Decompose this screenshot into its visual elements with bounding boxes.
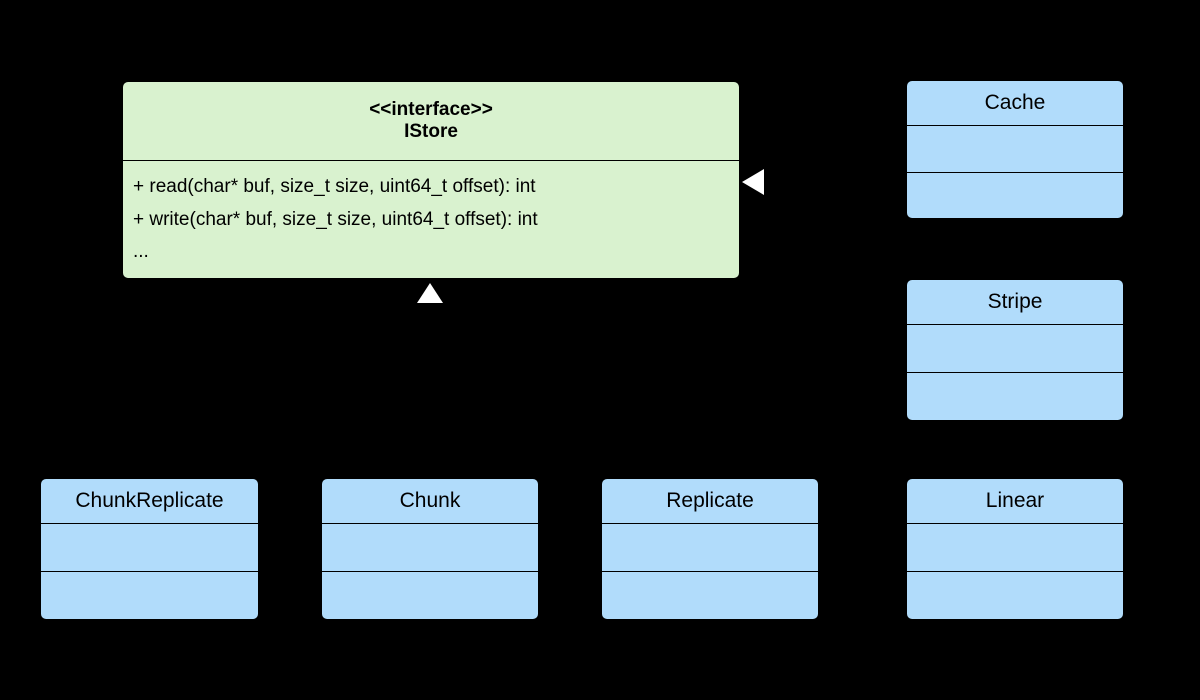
chunkreplicate-title: ChunkReplicate [41, 479, 258, 524]
uml-class-chunk[interactable]: Chunk [321, 478, 539, 620]
generalization-arrow-left-icon [742, 169, 764, 195]
cache-title: Cache [907, 81, 1123, 126]
stripe-attributes-compartment [907, 325, 1123, 373]
linear-attributes-compartment [907, 524, 1123, 572]
chunk-attributes-compartment [322, 524, 538, 572]
stripe-methods-compartment [907, 373, 1123, 420]
uml-class-cache[interactable]: Cache [906, 80, 1124, 219]
connector-line-vertical [429, 303, 430, 478]
istore-method-write: + write(char* buf, size_t size, uint64_t… [133, 208, 538, 230]
istore-name: IStore [404, 121, 458, 142]
linear-methods-compartment [907, 572, 1123, 619]
istore-methods: + read(char* buf, size_t size, uint64_t … [123, 161, 739, 277]
istore-method-ellipsis: ... [133, 241, 149, 263]
connector-line-horizontal [149, 430, 1015, 431]
istore-stereotype: <<interface>> [369, 99, 493, 121]
chunkreplicate-attributes-compartment [41, 524, 258, 572]
generalization-arrow-up-icon [417, 283, 443, 303]
stripe-title: Stripe [907, 280, 1123, 325]
replicate-methods-compartment [602, 572, 818, 619]
chunk-title: Chunk [322, 479, 538, 524]
linear-title: Linear [907, 479, 1123, 524]
istore-method-read: + read(char* buf, size_t size, uint64_t … [133, 176, 536, 197]
replicate-attributes-compartment [602, 524, 818, 572]
chunk-methods-compartment [322, 572, 538, 619]
uml-class-istore[interactable]: <<interface>> IStore + read(char* buf, s… [122, 81, 740, 279]
uml-class-replicate[interactable]: Replicate [601, 478, 819, 620]
uml-class-stripe[interactable]: Stripe [906, 279, 1124, 421]
cache-methods-compartment [907, 173, 1123, 219]
uml-class-chunkreplicate[interactable]: ChunkReplicate [40, 478, 259, 620]
chunkreplicate-methods-compartment [41, 572, 258, 619]
cache-attributes-compartment [907, 126, 1123, 173]
uml-class-linear[interactable]: Linear [906, 478, 1124, 620]
istore-header: <<interface>> IStore [123, 82, 739, 161]
replicate-title: Replicate [602, 479, 818, 524]
